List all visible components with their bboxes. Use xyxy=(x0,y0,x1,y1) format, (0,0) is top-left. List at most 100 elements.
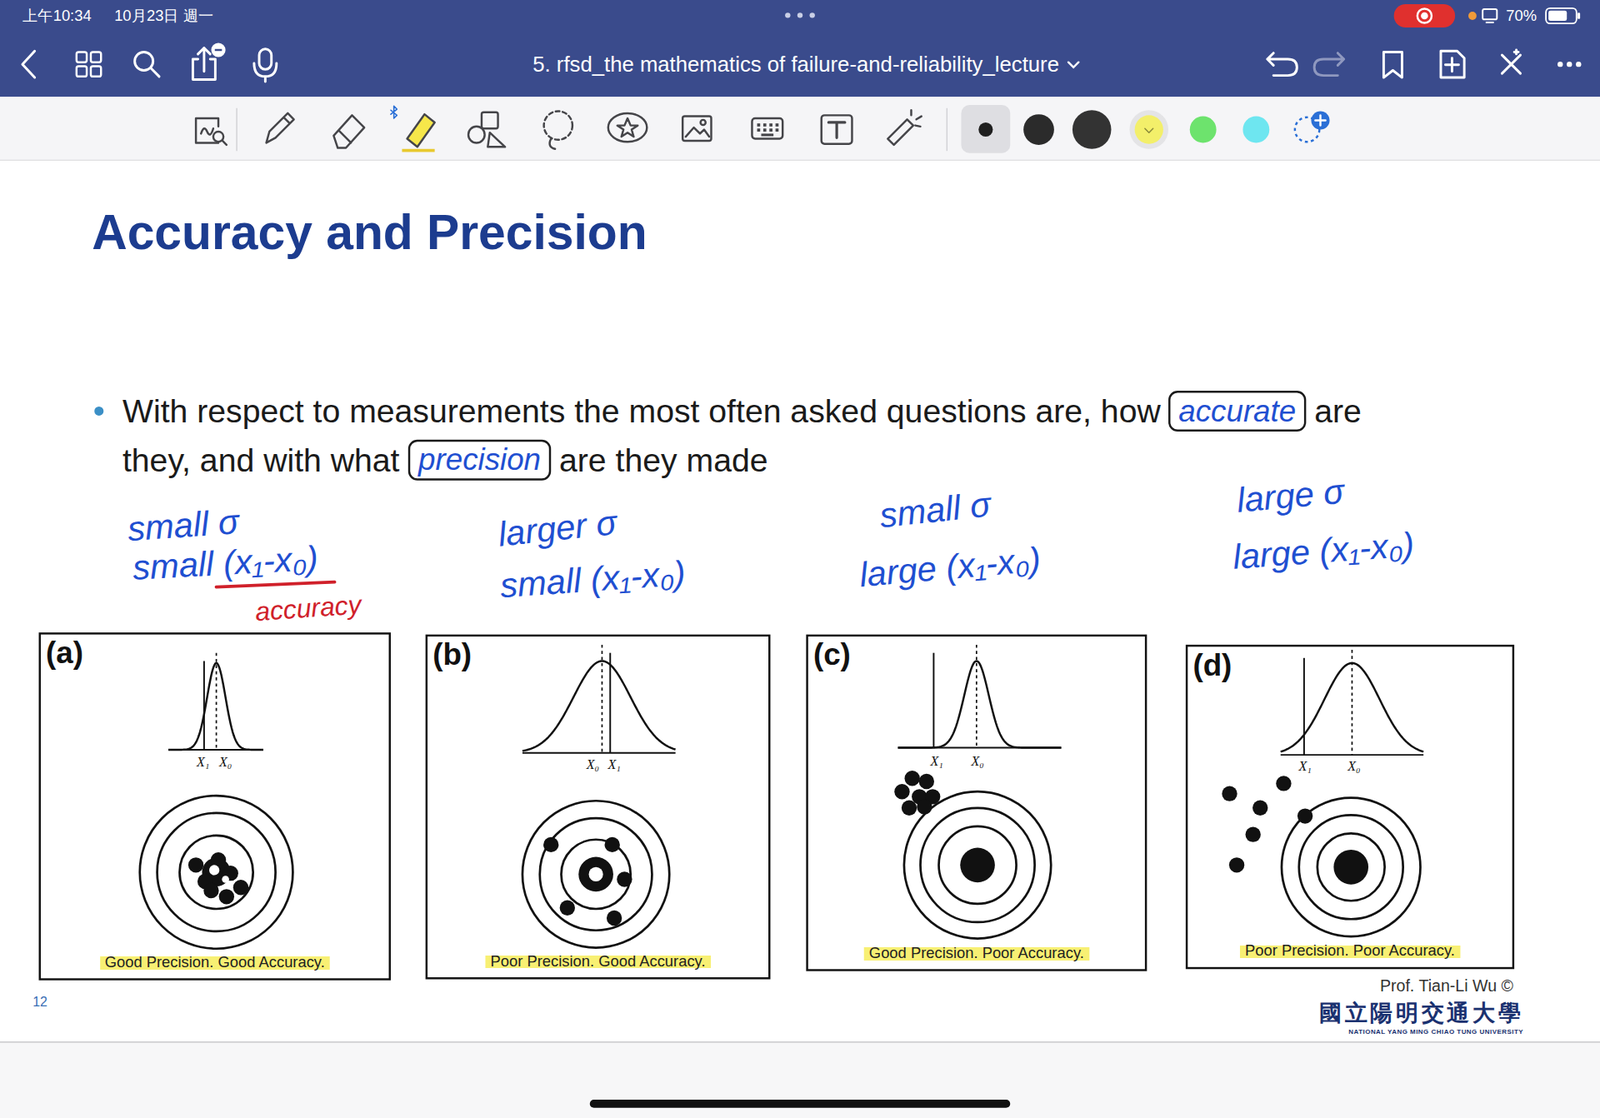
battery-icon xyxy=(1545,8,1577,24)
handwritten-note: large (x₁-x₀) xyxy=(857,539,1042,595)
selected-color-background xyxy=(960,105,1010,154)
more-icon xyxy=(1566,61,1572,67)
target-bullseye xyxy=(578,857,614,893)
distribution-curve xyxy=(1280,663,1424,752)
axis-label: X₀ xyxy=(1347,760,1360,775)
undo-icon xyxy=(1267,53,1298,76)
keyboard-tool xyxy=(769,123,773,127)
target-ring xyxy=(180,835,254,910)
tool-bar-border xyxy=(0,160,1600,161)
tool-separator xyxy=(235,108,237,151)
axis-label: X₁ xyxy=(1298,760,1311,775)
keyboard-tool xyxy=(760,133,774,136)
figure-panel: (c)Good Precision. Poor Accuracy. xyxy=(805,635,1147,972)
grid-icon xyxy=(90,66,101,77)
add-color xyxy=(1315,115,1325,125)
shot-dot xyxy=(901,800,917,816)
target-ring xyxy=(1299,815,1404,920)
handwritten-answer: precision xyxy=(418,442,541,478)
panel-letter: (b) xyxy=(432,637,472,673)
target-ring xyxy=(140,795,294,950)
target-ring xyxy=(1281,798,1421,938)
home-indicator xyxy=(590,1100,1010,1109)
measured-value-line xyxy=(203,660,205,750)
measured-value-line xyxy=(932,653,935,749)
bullet-text: With respect to measurements the most of… xyxy=(122,392,1161,430)
more-icon xyxy=(1575,61,1581,67)
pen-color xyxy=(1130,110,1170,150)
highlighter-tool xyxy=(407,114,435,147)
image-tool xyxy=(685,127,710,137)
text-tool xyxy=(821,115,853,144)
shot-dot-highlight xyxy=(209,865,220,875)
shot-dot xyxy=(1275,775,1291,791)
highlighter-tool xyxy=(401,149,435,153)
shot-dot xyxy=(219,889,235,905)
shot-dot xyxy=(605,837,620,853)
battery-icon xyxy=(1577,12,1580,19)
back-icon xyxy=(22,50,35,78)
page-number: 12 xyxy=(32,995,48,1011)
shape-tool xyxy=(487,132,505,147)
distribution-curve xyxy=(898,660,1062,748)
axis-label: X₁ xyxy=(196,755,210,771)
scan-tool xyxy=(200,128,214,135)
sticker-tool xyxy=(608,113,648,142)
figure-panel: (a)Good Precision. Good Accuracy. xyxy=(39,632,391,981)
shot-dot xyxy=(1221,785,1237,801)
keyboard-tool xyxy=(763,123,767,127)
image-tool xyxy=(700,120,706,125)
handwritten-note: larger σ xyxy=(495,502,619,555)
record-indicator xyxy=(1420,12,1429,20)
shot-dot xyxy=(1297,808,1313,824)
shot-dot xyxy=(1229,857,1245,873)
handwritten-note: accuracy xyxy=(254,590,363,628)
document-title: 5. rfsd_the mathematics of failure-and-r… xyxy=(532,51,1060,77)
shot-dot xyxy=(919,774,935,790)
shot-dot xyxy=(1252,800,1268,816)
handwritten-note: small σ xyxy=(877,484,993,536)
pen-color xyxy=(978,122,993,137)
privacy-dot xyxy=(1468,11,1477,20)
bullet-text: are xyxy=(1314,392,1362,430)
bluetooth-icon xyxy=(390,105,397,119)
axis-label: X₀ xyxy=(586,757,600,773)
title-menu-chevron xyxy=(1068,62,1079,68)
shot-dot xyxy=(560,900,575,916)
scan-tool xyxy=(222,140,227,145)
axis-label: X₁ xyxy=(930,755,943,770)
keyboard-tool xyxy=(769,128,773,132)
screen-mirror-icon xyxy=(1482,9,1497,20)
panel-letter: (d) xyxy=(1192,648,1232,684)
battery-icon xyxy=(1548,10,1567,21)
target-ring xyxy=(522,800,670,948)
image-tool xyxy=(682,116,711,141)
more-icon xyxy=(1557,61,1563,67)
panel-caption: Good Precision. Good Accuracy. xyxy=(100,952,330,970)
target-ring xyxy=(1317,833,1385,901)
multitask-dots xyxy=(797,12,803,18)
distribution-curve xyxy=(168,663,264,750)
university-english-name: NATIONAL YANG MING CHIAO TUNG UNIVERSITY xyxy=(1348,1027,1524,1035)
author-credit: Prof. Tian-Li Wu © xyxy=(1380,977,1514,997)
figure-panel: (b)Poor Precision. Good Accuracy. xyxy=(425,635,771,980)
shot-dot xyxy=(203,883,219,899)
keyboard-tool xyxy=(763,128,767,132)
share-badge xyxy=(215,49,223,51)
curve-baseline xyxy=(522,752,676,755)
mic-icon xyxy=(259,49,272,70)
pen-color xyxy=(1135,115,1164,144)
target-ring xyxy=(920,808,1035,923)
handwritten-note: small (x₁-x₀) xyxy=(131,538,320,588)
status-date: 10月23日 週一 xyxy=(114,6,214,25)
axis-label: X₀ xyxy=(970,755,984,770)
pen-color xyxy=(1145,128,1154,133)
multitask-dots xyxy=(785,12,790,18)
measured-value-line xyxy=(1303,658,1305,755)
laser-tool xyxy=(887,110,921,145)
bullet-text: they, and with what xyxy=(122,441,400,480)
true-value-line xyxy=(1351,650,1354,755)
pen-tool xyxy=(266,113,295,144)
axis-label: X₁ xyxy=(608,757,621,773)
